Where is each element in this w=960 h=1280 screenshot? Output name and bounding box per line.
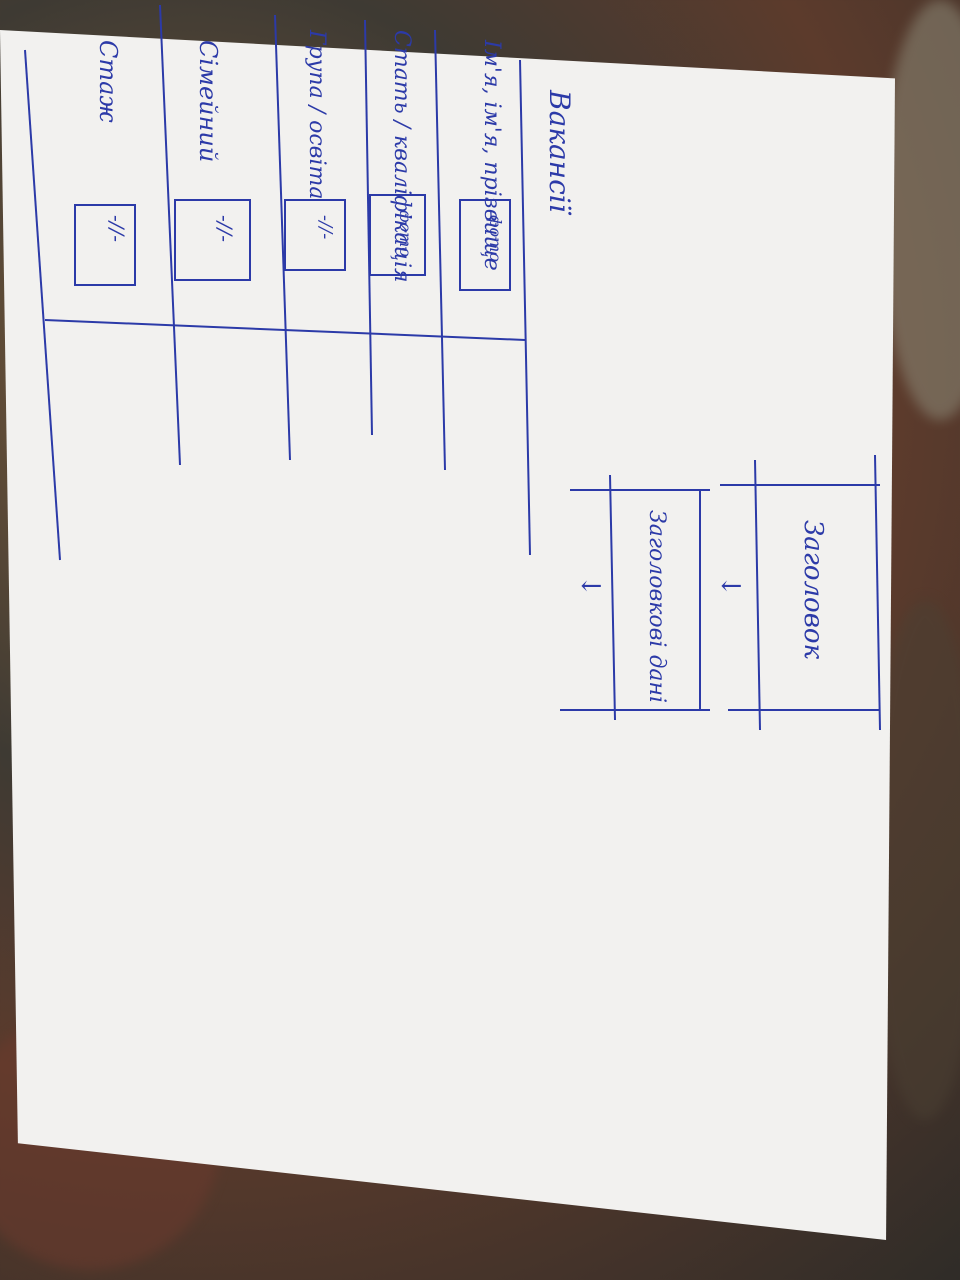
photo-badge-box xyxy=(459,199,511,291)
badge-label: фото xyxy=(396,210,415,257)
sketch-title: Вакансії xyxy=(543,89,576,216)
photo-badge-box xyxy=(174,199,251,281)
badge-label: -//- xyxy=(213,215,237,242)
row-label: Сімейний xyxy=(194,40,222,162)
table-line xyxy=(519,59,531,556)
table-line xyxy=(434,29,446,471)
row-label: Група / освіта xyxy=(304,29,329,199)
photo-badge-box xyxy=(369,194,426,276)
right-box-title: Заголовок xyxy=(798,520,828,659)
box-line xyxy=(874,454,881,731)
table-line xyxy=(159,4,181,466)
right-box-subtitle: Заголовкові дані xyxy=(644,510,669,703)
row-label: Стать / кваліфікація xyxy=(389,30,414,283)
photo-badge-box xyxy=(284,199,346,271)
badge-label: -//- xyxy=(315,215,336,239)
arrow-down-icon: ↓ xyxy=(715,575,745,597)
badge-label: фото xyxy=(486,215,505,262)
box-line xyxy=(754,459,761,731)
badge-label: -//- xyxy=(105,215,129,242)
arrow-down-icon: ↓ xyxy=(575,575,605,597)
row-label: Стаж xyxy=(94,40,122,123)
table-line xyxy=(24,49,61,561)
photo-badge-box xyxy=(74,204,136,286)
table-divider xyxy=(44,319,526,341)
table-line xyxy=(274,14,291,461)
row-label: Ім'я, ім'я, прізвище xyxy=(479,39,504,271)
table-line xyxy=(364,19,373,436)
paper-sheet xyxy=(0,30,895,1240)
box-line xyxy=(609,474,616,721)
